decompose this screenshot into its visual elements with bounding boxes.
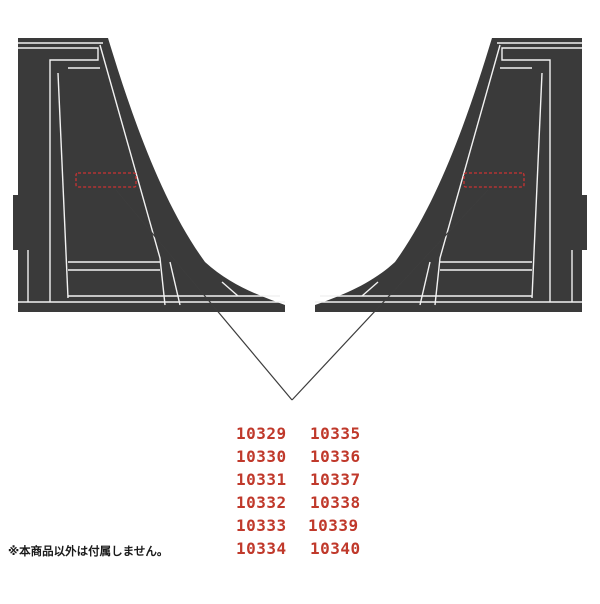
- decal-number: 10335: [310, 424, 361, 443]
- left-decal-placement-box: [75, 172, 137, 188]
- decal-number: 10334: [236, 539, 287, 558]
- left-tail-fin: [13, 38, 285, 312]
- decal-number: 10339: [308, 516, 359, 535]
- decal-number-list: 10329 10330 10331 10332 10333 10334 1033…: [232, 424, 372, 564]
- decal-number: 10336: [310, 447, 361, 466]
- decal-number: 10330: [236, 447, 287, 466]
- decal-number: 10337: [310, 470, 361, 489]
- right-fin-body: [315, 38, 587, 312]
- leader-lines: [115, 189, 489, 401]
- decal-number: 10340: [310, 539, 361, 558]
- left-fin-panel-lines: [18, 42, 285, 306]
- decal-number: 10329: [236, 424, 287, 443]
- decal-number: 10332: [236, 493, 287, 512]
- right-decal-placement-box: [463, 172, 525, 188]
- disclaimer-note: ※本商品以外は付属しません。: [8, 544, 169, 558]
- decal-number: 10331: [236, 470, 287, 489]
- right-fin-panel-lines: [315, 42, 582, 306]
- right-tail-fin: [315, 38, 587, 312]
- decal-number: 10333: [236, 516, 287, 535]
- left-fin-body: [13, 38, 285, 312]
- left-leader-line: [115, 189, 293, 401]
- right-leader-line: [291, 189, 489, 401]
- decal-number: 10338: [310, 493, 361, 512]
